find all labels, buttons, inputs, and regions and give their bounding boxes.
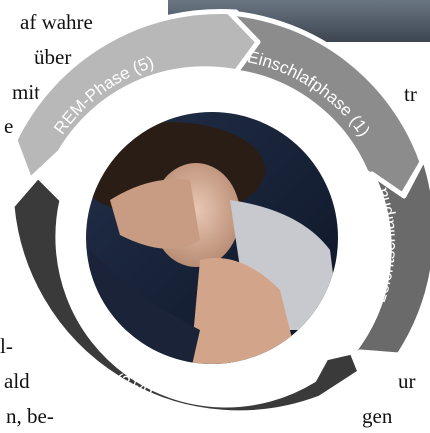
article-text-fragment: af wahre: [20, 10, 93, 34]
article-text-fragment: tr: [404, 82, 417, 106]
article-text-fragment: ur: [398, 369, 416, 393]
article-text-fragment: mit: [12, 80, 41, 104]
rem-phase-segment: [12, 8, 263, 183]
article-text-fragment: ald: [4, 369, 30, 393]
article-text-fragment: n, be-: [6, 404, 54, 428]
tiefschlafphase-segment: [9, 173, 363, 416]
article-text-fragment: gen: [362, 404, 393, 428]
article-text-fragment: über: [34, 45, 72, 69]
article-text-fragment: e: [4, 114, 14, 138]
woman-sleeping-photo: [82, 108, 342, 368]
article-text-fragment: l-: [0, 334, 13, 358]
